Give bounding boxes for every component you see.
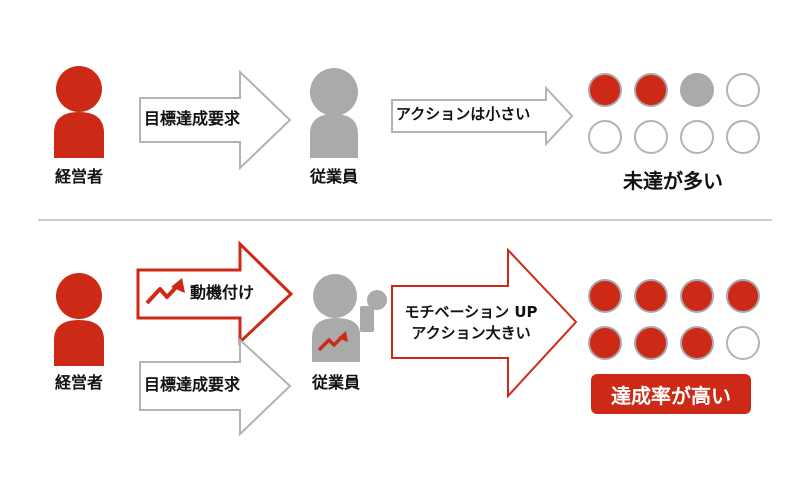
bottom-action-line2: アクション大きい: [411, 324, 531, 342]
bottom-motivation-arrow: [136, 240, 294, 346]
top-result-dot-1: [588, 73, 622, 107]
top-result-dot-4: [726, 73, 760, 107]
bottom-action-arrow: [391, 247, 578, 399]
bottom-manager-label: 経営者: [54, 373, 103, 392]
top-manager-person-icon: [54, 66, 104, 158]
top-result-dot-2: [634, 73, 668, 107]
bottom-employee-person-fist-raised-icon: [312, 274, 387, 362]
top-result-label: 未達が多い: [623, 169, 723, 193]
employee-trend-icon: [317, 331, 348, 352]
top-manager-label: 経営者: [54, 167, 103, 186]
bottom-result-dot-6: [634, 326, 668, 360]
bottom-employee-label: 従業員: [311, 373, 360, 392]
bottom-result-dot-4: [726, 279, 760, 313]
top-result-dot-8: [726, 120, 760, 154]
top-goal-arrow-label: 目標達成要求: [144, 109, 241, 128]
trend-up-arrow-icon: [145, 278, 185, 305]
top-result-dot-5: [588, 120, 622, 154]
top-result-dot-3: [680, 73, 714, 107]
bottom-motivation-arrow-label: 動機付け: [190, 283, 255, 302]
bottom-action-arrow-label: モチベーション UP アクション大きい: [396, 302, 546, 344]
top-action-arrow: [391, 85, 574, 147]
top-result-dot-7: [680, 120, 714, 154]
bottom-result-dot-3: [680, 279, 714, 313]
top-result-dots: [588, 73, 760, 154]
bottom-manager-person-icon: [54, 273, 104, 366]
bottom-result-dots: [588, 279, 760, 360]
bottom-result-badge: 達成率が高い: [591, 374, 751, 414]
bottom-goal-arrow-label: 目標達成要求: [144, 375, 241, 394]
top-action-arrow-label: アクションは小さい: [396, 105, 531, 123]
bottom-result-dot-7: [680, 326, 714, 360]
bottom-action-line1: モチベーション UP: [404, 303, 538, 321]
bottom-result-dot-2: [634, 279, 668, 313]
top-employee-label: 従業員: [309, 167, 358, 186]
top-result-dot-6: [634, 120, 668, 154]
bottom-result-dot-1: [588, 279, 622, 313]
top-employee-person-icon: [310, 68, 358, 158]
top-goal-arrow: [139, 69, 292, 171]
bottom-goal-arrow: [139, 337, 292, 437]
bottom-result-dot-8: [726, 326, 760, 360]
bottom-result-dot-5: [588, 326, 622, 360]
